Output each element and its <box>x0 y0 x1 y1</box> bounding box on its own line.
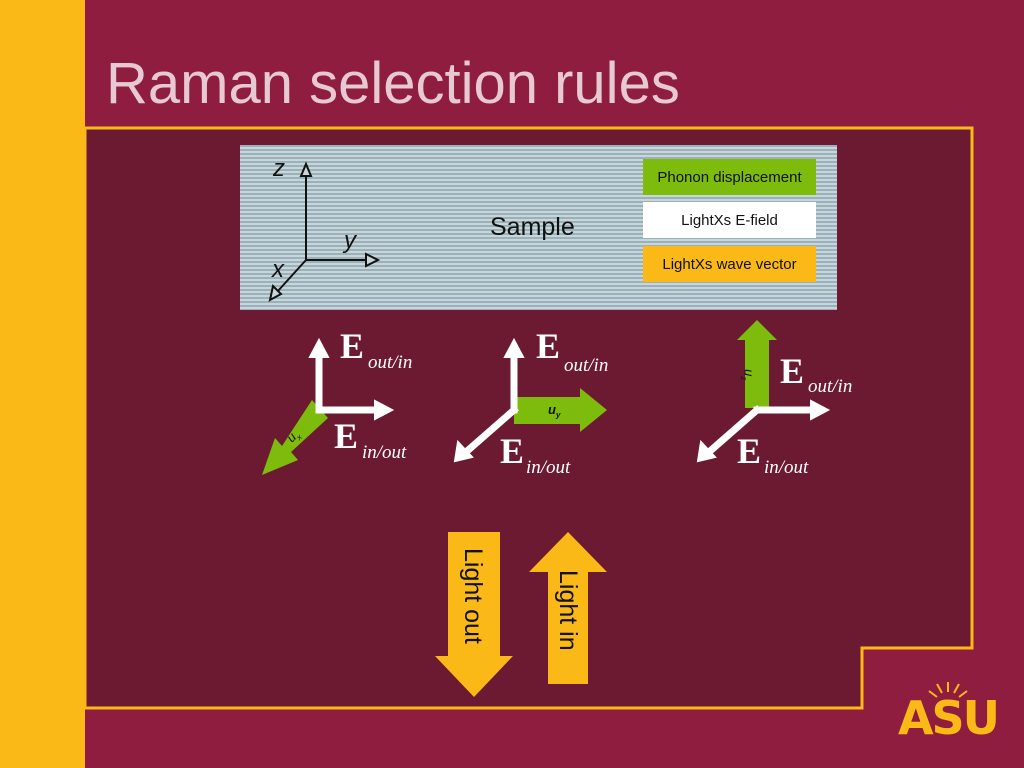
light-out-arrow <box>435 532 513 697</box>
config-3-e-diag-arrowhead <box>696 439 717 463</box>
asu-logo-sunburst <box>928 682 968 698</box>
legend-light-wave-vector: LightХs wave vector <box>643 246 816 282</box>
config-1-e-out-in-symbol: E <box>340 326 365 366</box>
config-2-e-in-out-symbol: E <box>500 431 525 471</box>
light-out-label: Light out <box>459 548 487 644</box>
config-3-phonon-label: uz <box>738 369 757 381</box>
legend-light-e-field: LightХs E-field <box>643 202 816 238</box>
config-2-e-out-in-subscript: out/in <box>564 355 609 376</box>
z-axis-label: z <box>273 155 285 182</box>
x-axis-line <box>276 259 307 293</box>
legend-phonon-displacement: Phonon displacement <box>643 159 816 195</box>
config-2-e-field-arrows <box>461 350 519 457</box>
slide-title: Raman selection rules <box>106 51 680 116</box>
asu-logo: ASU <box>898 682 1000 738</box>
light-in-label: Light in <box>554 570 582 651</box>
asu-logo-text: ASU <box>898 691 998 738</box>
config-1-e-out-in-subscript: out/in <box>368 352 413 373</box>
light-in-arrow <box>529 532 607 684</box>
config-2-e-diag-arrowhead <box>453 439 474 463</box>
config-1-e-field-arrows <box>315 350 383 414</box>
y-axis-arrowhead <box>365 252 381 268</box>
x-axis-label: x <box>272 256 284 283</box>
config-3-e-out-in-symbol: E <box>780 351 805 391</box>
config-2-phonon-y-arrow <box>514 388 607 432</box>
config-1-e-right-arrowhead <box>374 399 395 421</box>
y-axis-label: y <box>344 227 356 254</box>
config-1-e-in-out-subscript: in/out <box>362 442 407 463</box>
gold-side-bar <box>0 0 85 768</box>
config-3-e-in-out-subscript: in/out <box>764 457 809 478</box>
config-3-phonon-z-arrow <box>737 320 777 408</box>
config-3-e-right-arrowhead <box>810 399 831 421</box>
x-axis-arrowhead <box>268 283 283 302</box>
config-2-e-in-out-subscript: in/out <box>526 457 571 478</box>
config-3-e-field-arrows <box>704 405 819 457</box>
config-1-phonon-x-arrow <box>262 400 328 475</box>
sample-label: Sample <box>490 213 575 241</box>
config-1-e-in-out-symbol: E <box>334 416 359 456</box>
config-2-e-out-in-symbol: E <box>536 326 561 366</box>
z-axis-arrowhead <box>299 161 313 177</box>
config-1-e-up-arrowhead <box>308 337 330 358</box>
config-3-e-in-out-symbol: E <box>737 431 762 471</box>
config-2-e-up-arrowhead <box>503 337 525 358</box>
config-3-e-out-in-subscript: out/in <box>808 376 853 397</box>
config-2-phonon-label: uy <box>548 402 561 420</box>
